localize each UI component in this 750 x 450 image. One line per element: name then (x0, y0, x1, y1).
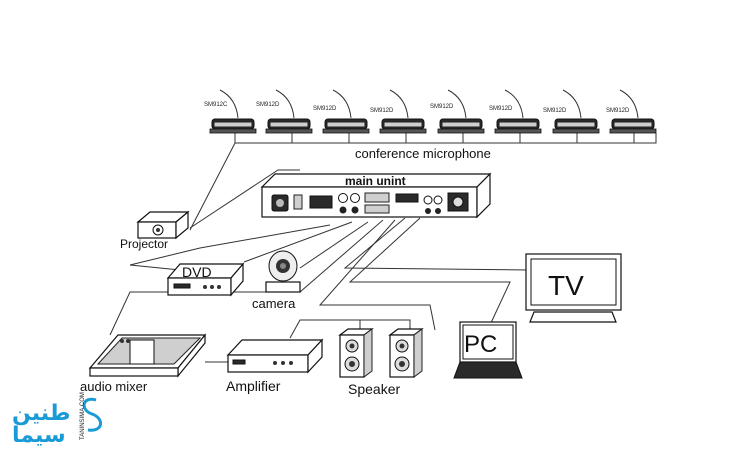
projector-wire (129, 224, 331, 273)
main-unit-label: main unint (345, 174, 406, 188)
mic-chain-wire (234, 133, 657, 144)
television[interactable]: TV (525, 253, 622, 323)
logo-vertical-text: TANINSIMA.COM (80, 392, 86, 440)
mic-model-label: SM912D (313, 106, 337, 112)
microphone-unit[interactable]: SM912D (606, 89, 657, 134)
amplifier-label: Amplifier (226, 378, 281, 394)
main-unit[interactable]: main unint (260, 172, 492, 219)
audio-mixer[interactable]: audio mixer (80, 333, 207, 394)
camera-wire (299, 221, 369, 269)
speaker-right[interactable] (388, 328, 424, 378)
mic-to-main-wire (189, 142, 236, 231)
mic-model-label: SM912D (543, 108, 567, 114)
dvd-wire (243, 221, 353, 263)
speaker-wire-2 (300, 319, 411, 330)
audio-mixer-label: audio mixer (80, 379, 148, 394)
laptop-pc[interactable]: PC (453, 321, 523, 379)
amplifier[interactable]: Amplifier (226, 338, 324, 394)
tv-label: TV (548, 270, 584, 301)
microphone-unit[interactable]: SM912C (204, 89, 257, 134)
mic-model-label: SM912D (606, 108, 630, 114)
microphone-unit[interactable]: SM912D (543, 89, 600, 134)
projector-label: Projector (120, 237, 168, 251)
mic-model-label: SM912C (204, 102, 228, 108)
conference-microphones: SM912C SM912D SM912D SM912D (204, 89, 657, 134)
speaker-label: Speaker (348, 381, 400, 397)
logo-s-mark-icon (82, 397, 102, 432)
microphone-unit[interactable]: SM912D (370, 89, 427, 134)
microphone-unit[interactable]: SM912D (489, 89, 542, 134)
ptz-camera[interactable]: camera (252, 250, 301, 311)
mic-model-label: SM912D (489, 106, 513, 112)
speaker-left[interactable] (338, 328, 374, 378)
brand-logo: طنین سیما TANINSIMA.COM (12, 392, 102, 448)
logo-text-line1: طنین (12, 401, 70, 426)
dvd-label: DVD (182, 264, 212, 280)
mic-model-label: SM912D (256, 102, 280, 108)
projector[interactable]: Projector (120, 210, 190, 251)
amplifier-wire (318, 219, 436, 331)
connection-wires (109, 133, 657, 363)
pc-wire (348, 217, 511, 326)
pc-label: PC (464, 331, 497, 358)
mic-model-label: SM912D (370, 108, 394, 114)
conference-microphone-label: conference microphone (355, 146, 491, 161)
microphone-unit[interactable]: SM912D (313, 89, 370, 134)
dvd-player[interactable]: DVD (166, 262, 245, 297)
microphone-unit[interactable]: SM912D (430, 89, 485, 134)
camera-label: camera (252, 296, 296, 311)
microphone-unit[interactable]: SM912D (256, 89, 313, 134)
tv-wire (343, 217, 529, 271)
projector-main-wire (189, 169, 300, 229)
mic-model-label: SM912D (430, 104, 454, 110)
logo-text-line2: سیما (12, 423, 66, 448)
